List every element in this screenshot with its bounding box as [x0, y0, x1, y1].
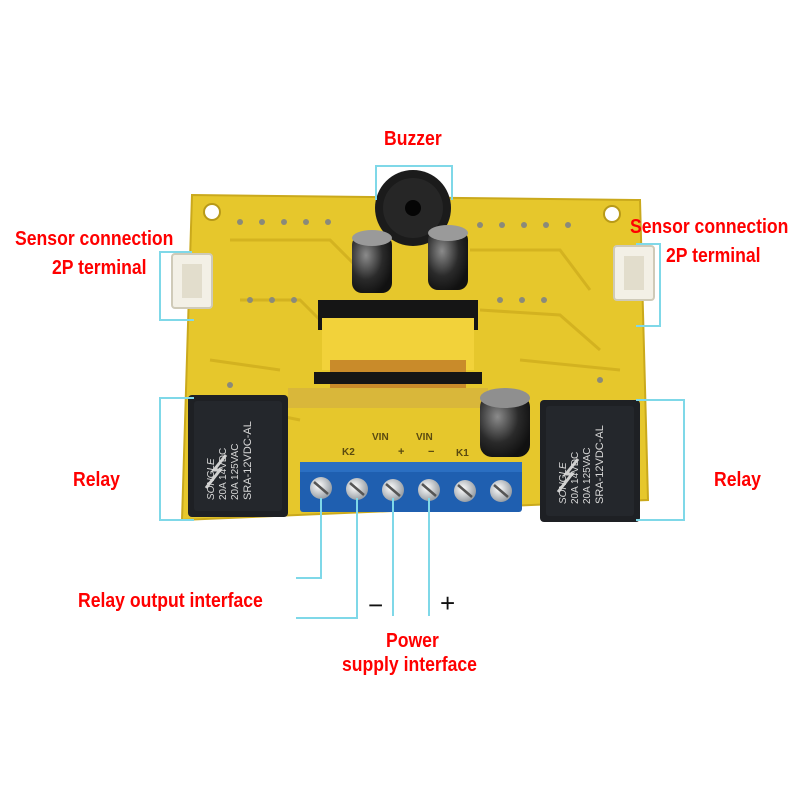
sensor-right-label-line1: Sensor connection	[630, 216, 789, 238]
relay-left	[188, 395, 288, 517]
board-marking-vin-plus: +	[398, 446, 405, 458]
mounting-hole	[203, 203, 221, 221]
relay-right-label: Relay	[714, 469, 761, 491]
mounting-hole	[603, 205, 621, 223]
terminal-block	[300, 462, 522, 512]
sensor-left-label-line1: Sensor connection	[15, 228, 174, 250]
board-marking-vin-1: VIN	[372, 432, 389, 443]
board-marking-k2: K2	[342, 447, 355, 458]
plus-symbol: +	[440, 588, 456, 618]
callout-lines	[159, 165, 685, 619]
capacitor	[480, 388, 530, 457]
capacitor	[428, 225, 468, 290]
minus-symbol: −	[368, 590, 384, 620]
sensor-left-label-line2: 2P terminal	[52, 257, 147, 279]
sensor-connector-right	[613, 245, 655, 301]
buzzer-label: Buzzer	[384, 128, 442, 150]
relay-rating-2: 20A 125VAC	[582, 447, 593, 504]
relay-rating-1: 20A 14VDC	[570, 451, 581, 504]
relay-brand: SONGLE	[206, 458, 217, 500]
board-marking-vin-minus: −	[428, 446, 435, 458]
transformer	[288, 300, 488, 408]
relay-right	[540, 400, 640, 522]
relay-left-label: Relay	[73, 469, 120, 491]
relay-left-markings: SONGLE 20A 14VDC 20A 125VAC SRA-12VDC-AL	[206, 380, 254, 500]
capacitor	[352, 230, 392, 293]
power-supply-label-line2: supply interface	[342, 654, 477, 676]
relay-brand: SONGLE	[558, 462, 569, 504]
power-supply-label-line1: Power	[386, 630, 439, 652]
buzzer-component	[375, 170, 451, 246]
board-marking-k1: K1	[456, 448, 469, 459]
relay-right-markings: SONGLE 20A 14VDC 20A 125VAC SRA-12VDC-AL	[558, 384, 606, 504]
sensor-right-label-line2: 2P terminal	[666, 245, 761, 267]
sensor-connector-left	[171, 253, 213, 309]
relay-model: SRA-12VDC-AL	[242, 421, 254, 500]
relay-output-interface-label: Relay output interface	[78, 590, 263, 612]
board-marking-vin-2: VIN	[416, 432, 433, 443]
relay-model: SRA-12VDC-AL	[594, 425, 606, 504]
relay-rating-2: 20A 125VAC	[230, 443, 241, 500]
relay-rating-1: 20A 14VDC	[218, 447, 229, 500]
